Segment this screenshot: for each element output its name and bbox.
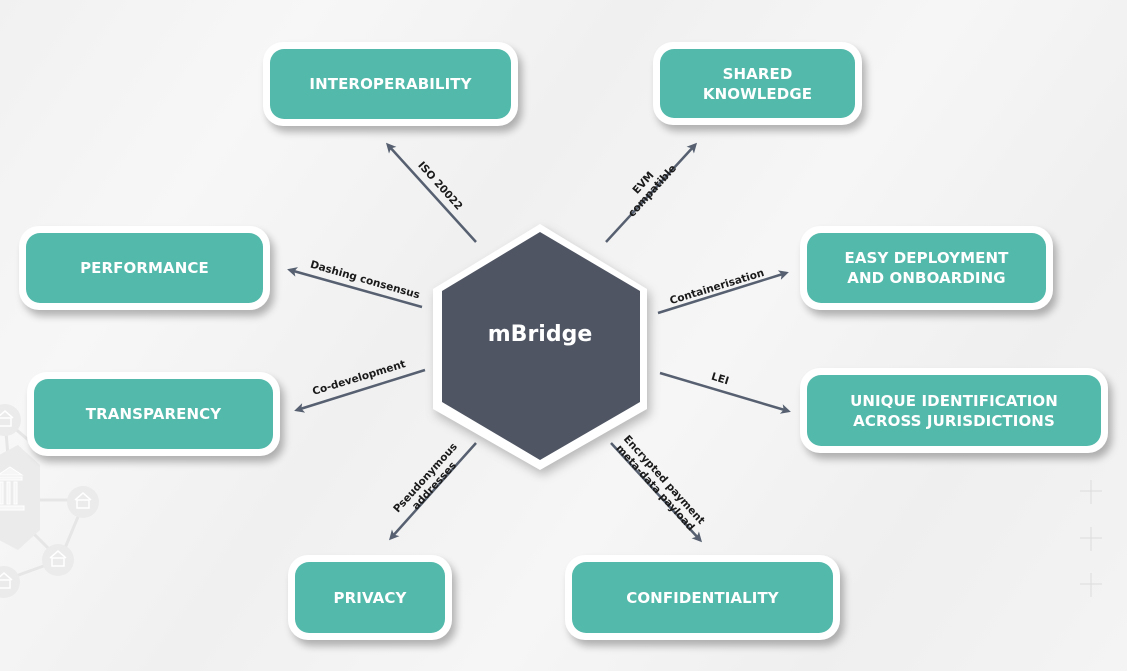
arrow-performance: [287, 267, 423, 309]
node-transparency: TRANSPARENCY: [27, 372, 280, 456]
arrow-privacy: [388, 442, 477, 541]
node-label: SHARED KNOWLEDGE: [660, 49, 855, 118]
node-easy-deployment: EASY DEPLOYMENT AND ONBOARDING: [800, 226, 1053, 310]
node-label: PERFORMANCE: [26, 233, 263, 303]
arrow-shared-knowledge: [605, 142, 698, 243]
node-label: UNIQUE IDENTIFICATION ACROSS JURISDICTIO…: [807, 375, 1101, 446]
node-interoperability: INTEROPERABILITY: [263, 42, 518, 126]
node-unique-identification: UNIQUE IDENTIFICATION ACROSS JURISDICTIO…: [800, 368, 1108, 453]
arrow-easy-deployment: [657, 270, 789, 315]
node-shared-knowledge: SHARED KNOWLEDGE: [653, 42, 862, 125]
node-label: INTEROPERABILITY: [270, 49, 511, 119]
node-performance: PERFORMANCE: [19, 226, 270, 310]
bank-network-icon: [0, 404, 99, 598]
node-label: EASY DEPLOYMENT AND ONBOARDING: [807, 233, 1046, 303]
node-label: CONFIDENTIALITY: [572, 562, 833, 633]
node-label: TRANSPARENCY: [34, 379, 273, 449]
center-label: mBridge: [487, 322, 593, 347]
arrow-confidentiality: [610, 442, 703, 543]
center-hexagon: [442, 232, 640, 460]
arrow-interoperability: [385, 142, 477, 243]
plus-markers: [1080, 480, 1102, 597]
node-label: PRIVACY: [295, 562, 445, 633]
node-privacy: PRIVACY: [288, 555, 452, 640]
node-confidentiality: CONFIDENTIALITY: [565, 555, 840, 640]
arrow-transparency: [294, 368, 426, 413]
arrow-unique-identification: [659, 371, 791, 414]
